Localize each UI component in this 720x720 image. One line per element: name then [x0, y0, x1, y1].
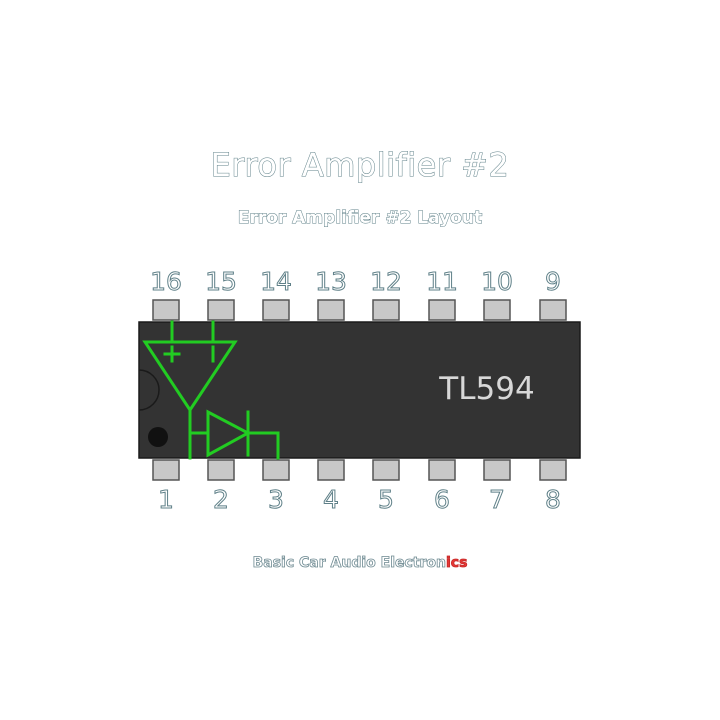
- top-pin-label-2: 14: [260, 267, 292, 296]
- footer-credit: Basic Car Audio Electronics: [0, 555, 720, 572]
- top-pin-4: [372, 299, 400, 321]
- bottom-pin-0: [152, 459, 180, 481]
- top-pin-1: [207, 299, 235, 321]
- bottom-pin-labels: 1 2 3 4 5 6 7 8: [158, 485, 562, 515]
- page-subtitle: Error Amplifier #2 Layout: [237, 208, 483, 229]
- top-pin-labels: 16 15 14 13 12 11 10 9: [150, 267, 562, 297]
- top-pin-label-7: 9: [545, 267, 561, 296]
- top-pin-label-1: 15: [205, 267, 237, 296]
- top-pin-5: [428, 299, 456, 321]
- bottom-pin-4: [372, 459, 400, 481]
- top-pin-label-4: 12: [370, 267, 402, 296]
- top-pin-7: [539, 299, 567, 321]
- top-pin-label-5: 11: [426, 267, 458, 296]
- bottom-pin-5: [428, 459, 456, 481]
- top-pin-3: [317, 299, 345, 321]
- top-pin-label-6: 10: [481, 267, 513, 296]
- bottom-pins: [152, 459, 567, 481]
- bottom-pin-2: [262, 459, 290, 481]
- bottom-pin-label-6: 7: [489, 485, 505, 514]
- bottom-pin-label-1: 2: [213, 485, 229, 514]
- opamp-triangle: [142, 340, 238, 413]
- chip-notch: [138, 369, 160, 411]
- top-pin-label-0: 16: [150, 267, 182, 296]
- bottom-pin-label-5: 6: [434, 485, 450, 514]
- pin1-indicator-dot: [148, 427, 168, 447]
- footer-main-text: Basic Car Audio Electron: [252, 555, 446, 572]
- top-pins: [152, 299, 567, 321]
- top-pin-6: [483, 299, 511, 321]
- bottom-pin-label-2: 3: [268, 485, 284, 514]
- bottom-pin-label-7: 8: [545, 485, 561, 514]
- top-pin-2: [262, 299, 290, 321]
- bottom-pin-3: [317, 459, 345, 481]
- top-pin-0: [152, 299, 180, 321]
- bottom-pin-1: [207, 459, 235, 481]
- bottom-pin-label-0: 1: [158, 485, 174, 514]
- page-title: Error Amplifier #2: [210, 146, 510, 185]
- chip-body: [138, 321, 581, 459]
- opamp-schematic: [142, 320, 280, 460]
- bottom-pin-label-3: 4: [323, 485, 339, 514]
- bottom-pin-6: [483, 459, 511, 481]
- footer-accent-text: ics: [445, 555, 468, 572]
- bottom-pin-7: [539, 459, 567, 481]
- bottom-pin-label-4: 5: [378, 485, 394, 514]
- diode-triangle: [206, 409, 252, 458]
- top-pin-label-3: 13: [315, 267, 347, 296]
- chip-label: TL594: [438, 371, 534, 407]
